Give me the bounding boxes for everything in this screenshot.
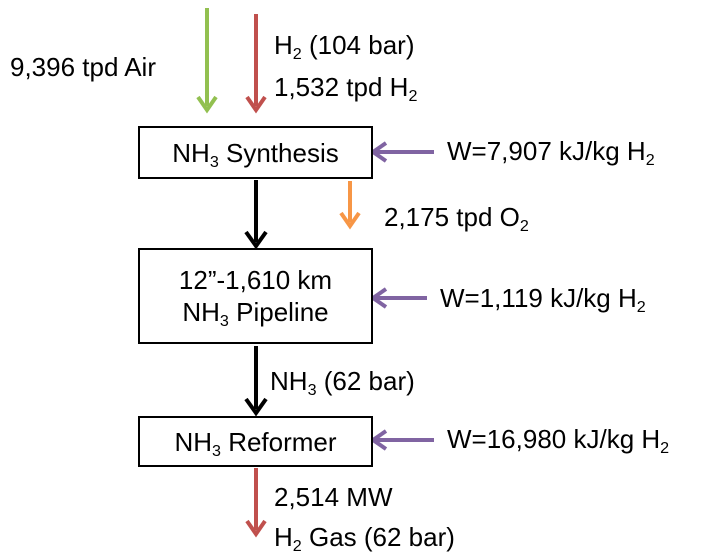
pipeline-line2: NH3 Pipeline [182,296,329,330]
ammonia-flow-pre: NH [270,366,308,396]
reformer-label-pre: NH [174,426,212,457]
oxygen-output-pre: 2,175 tpd O [384,202,520,232]
synthesis-work-sub: 2 [645,150,655,169]
oxygen-output-arrow [339,181,361,230]
pipeline-line1: 12”-1,610 km [178,265,333,295]
output-power-label: 2,514 MW [274,482,393,512]
reformer-work-label: W=16,980 kJ/kg H2 [447,424,670,457]
synthesis-label: NH3 Synthesis [172,137,339,171]
reformer-work-pre: W=16,980 kJ/kg H [447,424,661,454]
synthesis-work-pre: W=7,907 kJ/kg H [447,136,646,166]
output-gas-pre: H [274,522,293,552]
pipeline-work-arrow [369,287,427,309]
output-gas-post: Gas (62 bar) [301,522,455,552]
reformer-label: NH3 Reformer [174,426,337,460]
hydrogen-input-arrow [245,14,267,114]
hydrogen-rate-pre: 1,532 tpd H [274,72,409,102]
output-gas-sub: 2 [292,536,302,555]
reformer-box: NH3 Reformer [138,416,373,467]
ammonia-flow-label: NH3 (62 bar) [270,366,415,399]
hydrogen-pressure-post: (104 bar) [301,30,415,60]
synthesis-label-pre: NH [172,137,210,168]
hydrogen-pressure-pre: H [274,30,293,60]
hydrogen-pressure-sub: 2 [292,44,302,63]
air-input-label: 9,396 tpd Air [10,52,156,82]
hydrogen-rate-label: 1,532 tpd H2 [274,72,418,105]
pipeline-line2-sub: 3 [219,311,229,330]
ammonia-flow-post: (62 bar) [316,366,415,396]
pipeline-line2-post: Pipeline [228,297,329,327]
air-input-arrow [196,8,218,114]
oxygen-output-label: 2,175 tpd O2 [384,202,529,235]
hydrogen-output-arrow [245,468,267,538]
synthesis-box: NH3 Synthesis [138,126,373,179]
reformer-label-post: Reformer [220,426,337,457]
output-power-text: 2,514 MW [274,482,393,512]
hydrogen-rate-sub: 2 [408,86,418,105]
pipeline-work-sub: 2 [636,297,646,316]
output-gas-label: H2 Gas (62 bar) [274,522,455,555]
oxygen-output-sub: 2 [519,216,529,235]
ammonia-flow-sub: 3 [307,380,317,399]
air-input-text: 9,396 tpd Air [10,52,156,82]
pipeline-work-pre: W=1,119 kJ/kg H [440,283,637,313]
pipeline-box: 12”-1,610 km NH3 Pipeline [138,248,373,344]
reformer-label-sub: 3 [212,441,221,460]
synthesis-to-pipeline-arrow [244,180,268,250]
synthesis-work-label: W=7,907 kJ/kg H2 [447,136,655,169]
synthesis-label-sub: 3 [209,152,219,171]
pipeline-work-label: W=1,119 kJ/kg H2 [440,283,646,316]
synthesis-label-post: Synthesis [218,137,339,168]
synthesis-work-arrow [369,141,434,163]
hydrogen-pressure-label: H2 (104 bar) [274,30,415,63]
pipeline-to-reformer-arrow [244,346,268,417]
reformer-work-arrow [369,429,434,451]
reformer-work-sub: 2 [660,438,670,457]
pipeline-line2-pre: NH [182,297,220,327]
